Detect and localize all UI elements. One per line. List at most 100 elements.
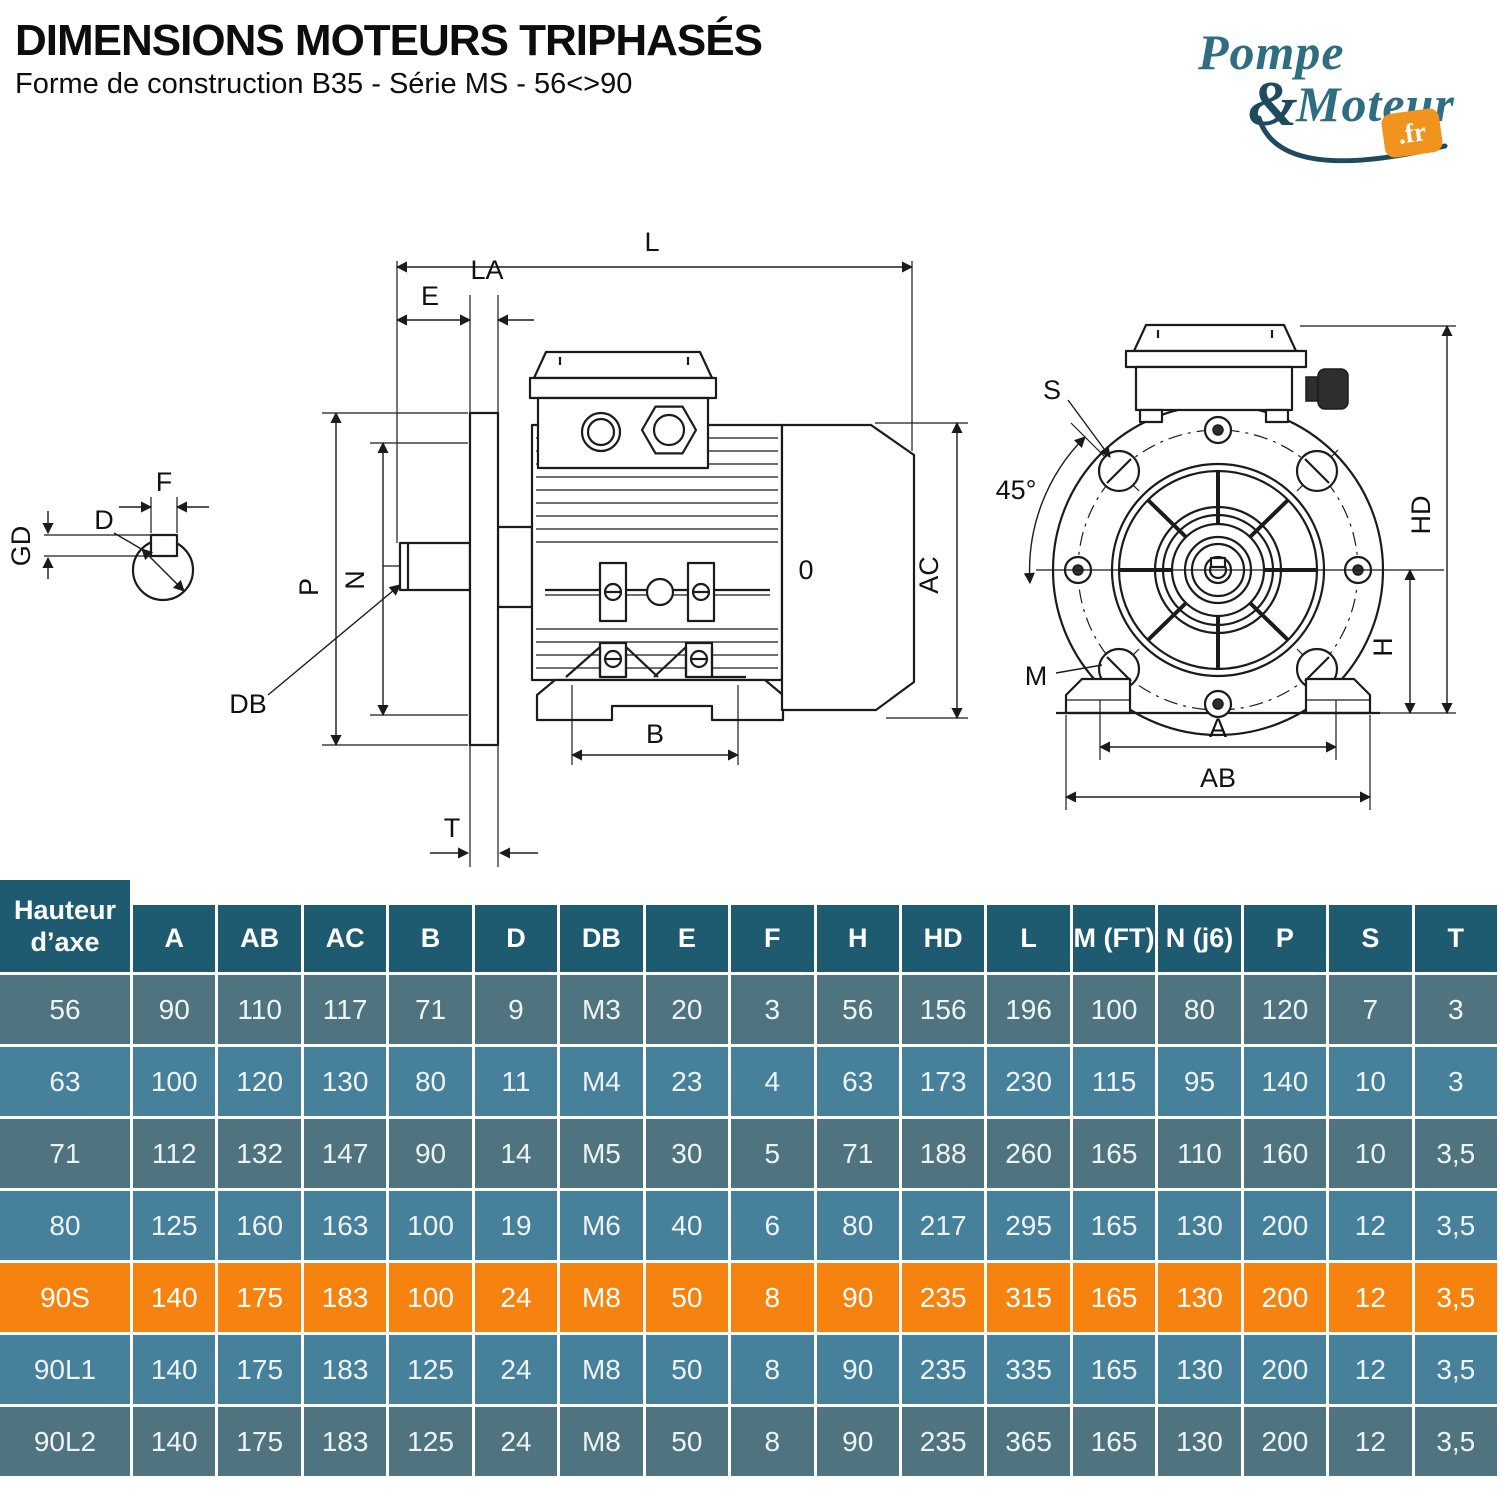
col-header-ac: AC [303,880,390,975]
cell-56-a: 90 [133,975,219,1047]
label-t: T [444,813,461,843]
cell-80-p: 200 [1243,1191,1330,1263]
cell-80-a: 125 [133,1191,219,1263]
cell-71-db: M5 [560,1119,646,1191]
row-label: 90S [0,1263,133,1335]
cell-90s-d: 24 [474,1263,561,1335]
cell-80-d: 19 [474,1191,561,1263]
label-b: B [646,719,664,749]
cell-90l2-hd: 235 [901,1407,988,1479]
cell-71-f: 5 [731,1119,817,1191]
col-header-ab: AB [218,880,304,975]
cell-80-ab: 160 [218,1191,304,1263]
cell-56-p: 120 [1243,975,1330,1047]
cell-90l1-ac: 183 [303,1335,390,1407]
cell-90l1-n-j6-: 130 [1158,1335,1244,1407]
cell-56-t: 3 [1414,975,1500,1047]
cell-90s-e: 50 [645,1263,732,1335]
cell-90l2-n-j6-: 130 [1158,1407,1244,1479]
cell-56-m-ft-: 100 [1072,975,1159,1047]
cell-80-ac: 163 [303,1191,390,1263]
cell-56-f: 3 [731,975,817,1047]
cell-80-s: 12 [1329,1191,1415,1263]
cell-90l1-a: 140 [133,1335,219,1407]
col-header-t: T [1414,880,1500,975]
logo-ampersand: & [1248,68,1298,139]
cell-56-d: 9 [474,975,561,1047]
cell-90l2-s: 12 [1329,1407,1415,1479]
cell-71-b: 90 [389,1119,475,1191]
row-label: 90L2 [0,1407,133,1479]
cell-71-p: 160 [1243,1119,1330,1191]
cell-90l1-h: 90 [816,1335,902,1407]
cell-71-t: 3,5 [1414,1119,1500,1191]
logo-fr-badge: .fr [1380,107,1444,159]
cell-63-e: 23 [645,1047,732,1119]
cell-90s-m-ft-: 165 [1072,1263,1159,1335]
cell-90l2-l: 365 [987,1407,1073,1479]
cell-63-db: M4 [560,1047,646,1119]
cell-63-p: 140 [1243,1047,1330,1119]
col-header-hd: HD [901,880,988,975]
cell-90l1-s: 12 [1329,1335,1415,1407]
cell-90s-t: 3,5 [1414,1263,1500,1335]
label-s: S [1043,375,1061,405]
cell-90s-l: 315 [987,1263,1073,1335]
row-label: 63 [0,1047,133,1119]
cell-80-b: 100 [389,1191,475,1263]
label-o: 0 [798,555,813,585]
label-a: A [1209,713,1227,743]
page-title: DIMENSIONS MOTEURS TRIPHASÉS [15,16,763,65]
cell-90l1-d: 24 [474,1335,561,1407]
cell-90s-b: 100 [389,1263,475,1335]
cell-63-h: 63 [816,1047,902,1119]
cell-90l1-f: 8 [731,1335,817,1407]
cell-90l2-h: 90 [816,1407,902,1479]
cell-90l1-ab: 175 [218,1335,304,1407]
row-label: 80 [0,1191,133,1263]
cell-90l1-e: 50 [645,1335,732,1407]
cell-63-t: 3 [1414,1047,1500,1119]
cell-56-s: 7 [1329,975,1415,1047]
cell-90l2-ac: 183 [303,1407,390,1479]
cell-71-m-ft-: 165 [1072,1119,1159,1191]
cell-63-d: 11 [474,1047,561,1119]
cell-90l2-e: 50 [645,1407,732,1479]
cell-80-hd: 217 [901,1191,988,1263]
label-m: M [1025,661,1048,691]
col-header-n-j6-: N (j6) [1158,880,1244,975]
cell-56-ac: 117 [303,975,390,1047]
cell-90l2-p: 200 [1243,1407,1330,1479]
page-header: DIMENSIONS MOTEURS TRIPHASÉS Forme de co… [15,16,763,101]
cell-56-e: 20 [645,975,732,1047]
label-gd: GD [6,526,36,567]
row-label: 56 [0,975,133,1047]
label-d: D [94,505,114,535]
cell-90l2-ab: 175 [218,1407,304,1479]
cell-63-b: 80 [389,1047,475,1119]
cell-63-ac: 130 [303,1047,390,1119]
brand-logo: Pompe & Moteur .fr [1150,15,1480,185]
cell-90s-s: 12 [1329,1263,1415,1335]
col-header-f: F [731,880,817,975]
label-db: DB [229,689,267,719]
cell-90l1-b: 125 [389,1335,475,1407]
cell-90s-db: M8 [560,1263,646,1335]
col-header-p: P [1243,880,1330,975]
cell-80-db: M6 [560,1191,646,1263]
col-header-m-ft-: M (FT) [1072,880,1159,975]
cell-90l1-db: M8 [560,1335,646,1407]
cell-56-h: 56 [816,975,902,1047]
cell-90s-ac: 183 [303,1263,390,1335]
label-45deg: 45° [996,475,1037,505]
cell-80-f: 6 [731,1191,817,1263]
